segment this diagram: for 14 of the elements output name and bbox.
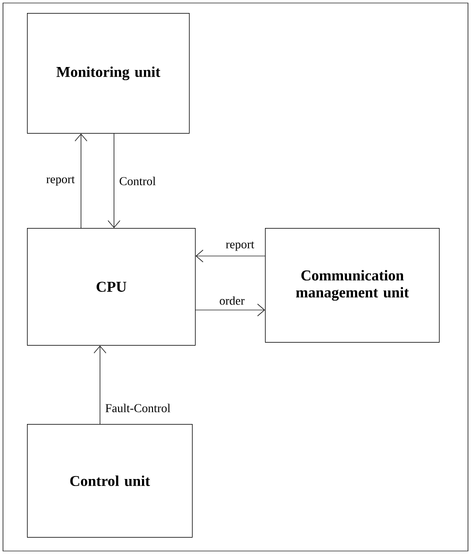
- arrow: [94, 346, 106, 424]
- arrow: [74, 134, 88, 228]
- edge-label: report: [46, 176, 75, 186]
- edge-label: report: [226, 242, 254, 251]
- arrow: [108, 133, 120, 228]
- edge-label: Fault-Control: [106, 404, 170, 412]
- edge-label: order: [220, 296, 245, 305]
- unit-box: Communication management unit: [265, 228, 440, 343]
- unit-box: Monitoring unit: [27, 13, 190, 134]
- edge-label: Control: [120, 176, 156, 186]
- unit-box: Control unit: [27, 424, 193, 538]
- arrow: [195, 304, 265, 316]
- unit-box: CPU: [27, 228, 196, 346]
- arrow: [196, 250, 266, 262]
